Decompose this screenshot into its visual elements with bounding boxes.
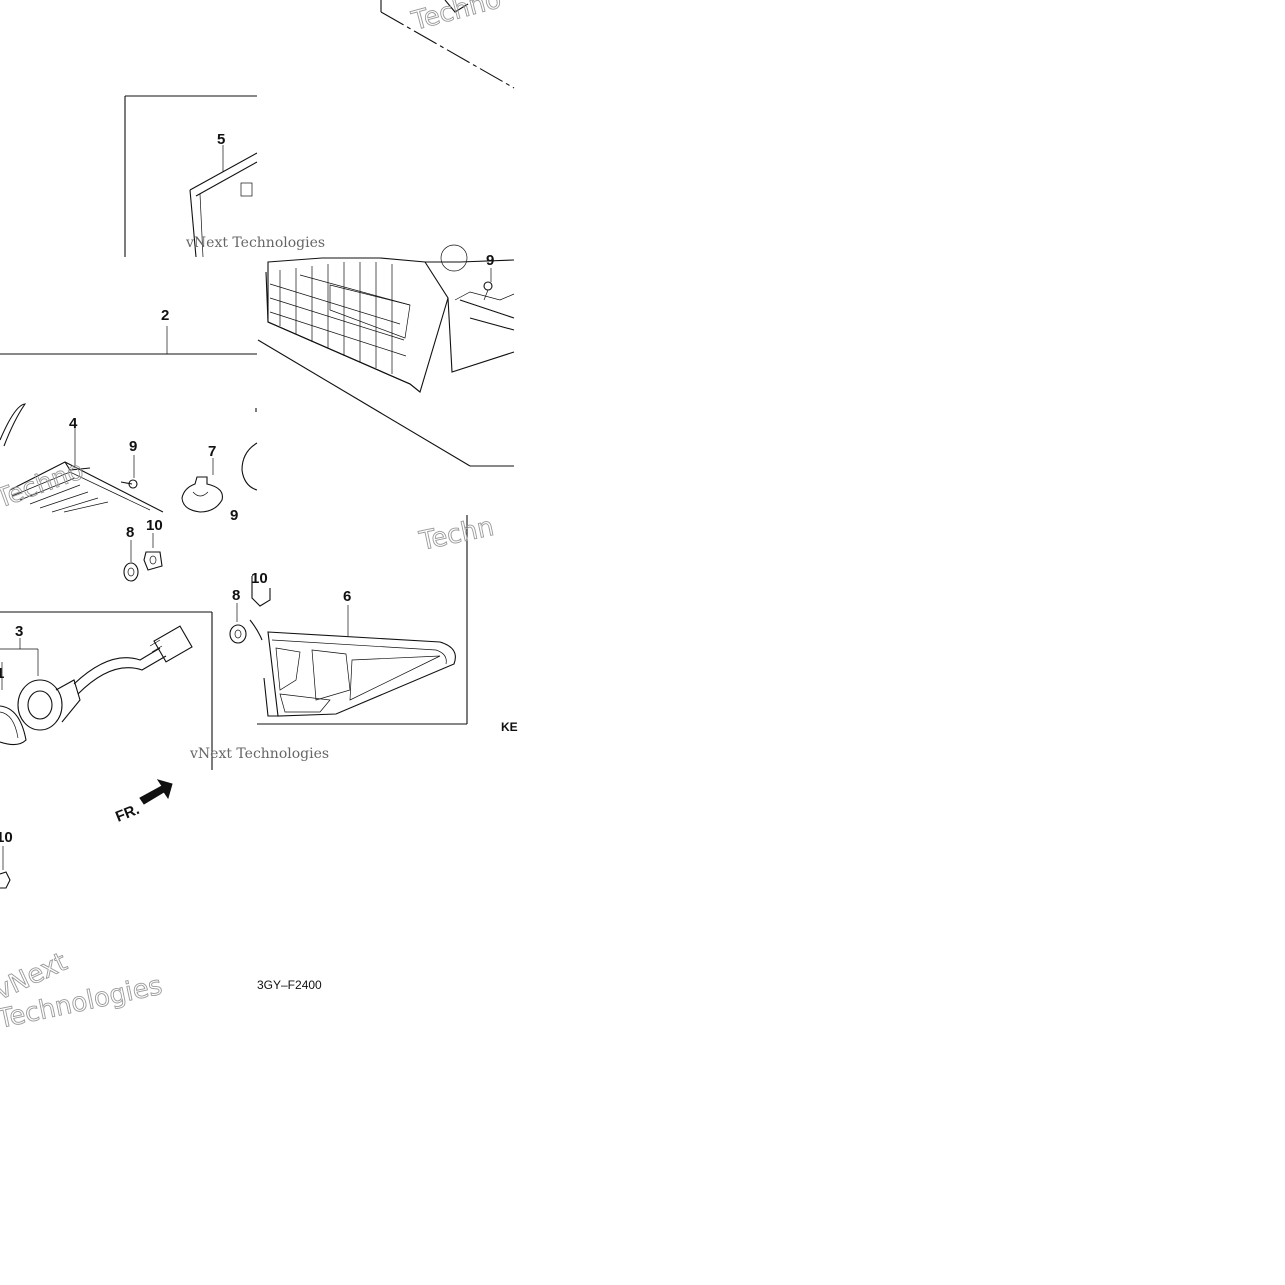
assembly-line-2 — [0, 326, 257, 412]
lens-housing — [0, 403, 164, 513]
inner-cover-panel — [189, 145, 258, 258]
edge-label: KE — [501, 720, 518, 734]
frame-socket — [0, 611, 213, 770]
callout-7: 7 — [208, 443, 216, 460]
nut-lower — [0, 846, 11, 889]
grommet-right — [229, 576, 271, 644]
callout-8-center: 8 — [126, 524, 134, 541]
frame-reflector — [257, 515, 468, 725]
callout-3: 3 — [15, 623, 23, 640]
watermark-7: Techno — [0, 455, 88, 515]
screw-upper — [483, 268, 493, 301]
watermark-5: Techno — [408, 0, 504, 37]
callout-10-right: 10 — [251, 570, 268, 587]
socket-harness — [0, 625, 193, 746]
frame-upper-left — [124, 95, 257, 257]
callout-8-right: 8 — [232, 587, 240, 604]
side-reflector — [263, 605, 456, 717]
front-direction-indicator: FR. — [113, 779, 173, 826]
watermark-1: vNext Technologies — [185, 235, 325, 251]
callout-9-upper: 9 — [486, 252, 494, 269]
callout-1: 1 — [0, 665, 4, 682]
callout-9-lower: 9 — [230, 507, 238, 524]
callout-10-center: 10 — [146, 517, 163, 534]
lamp-body — [257, 244, 515, 467]
callout-5: 5 — [217, 131, 225, 148]
watermark-6: Techn — [416, 512, 496, 557]
screw-mid — [120, 455, 138, 489]
callout-6: 6 — [343, 588, 351, 605]
callout-10-lower: 10 — [0, 829, 13, 846]
direction-label: FR. — [113, 801, 142, 826]
callout-4: 4 — [69, 415, 78, 432]
callout-2: 2 — [161, 307, 169, 324]
bulb — [181, 458, 223, 513]
watermark-2: vNext Technologies — [189, 746, 329, 762]
diagram-code: 3GY–F2400 — [257, 978, 322, 992]
upper-assembly-edge — [380, 0, 515, 89]
grommet-set-center — [123, 533, 163, 582]
socket-ring — [241, 442, 258, 491]
callout-9-mid: 9 — [129, 438, 137, 455]
